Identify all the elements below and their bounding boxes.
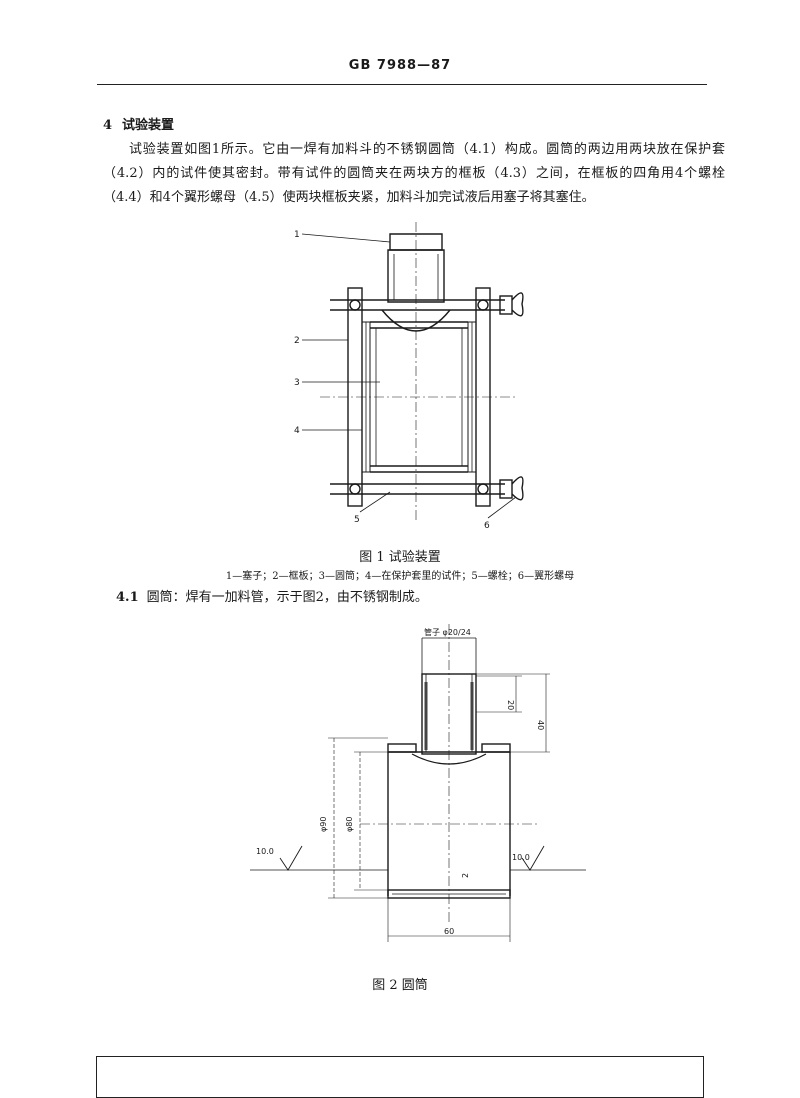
fig2-dim-40: 40 [536,720,545,730]
section-paragraph: 试验装置如图1所示。它由一焊有加料斗的不锈钢圆筒（4.1）构成。圆筒的两边用两块… [103,142,725,205]
figure2-caption: 图 2 圆筒 [372,978,428,993]
subsection-text: 圆筒：焊有一加料管，示于图2，由不锈钢制成。 [146,590,428,605]
fig2-roughness-left: 10.0 [256,847,274,856]
fig1-label-3: 3 [294,378,300,388]
bottom-frame [96,1056,704,1098]
figure1-drawing: 1 2 3 4 5 6 [294,222,524,531]
figure1-legend: 1—塞子；2—框板；3—圆筒；4—在保护套里的试件；5—螺栓；6—翼形螺母 [225,571,575,582]
fig2-dim-2: 2 [461,873,470,878]
fig1-label-4: 4 [294,426,300,436]
header-rule [97,84,707,85]
figure1-caption: 图 1 试验装置 [359,550,441,565]
section-title: 试验装置 [122,118,175,133]
fig2-roughness-right: 10.0 [512,853,530,862]
figure2-drawing: 管子 φ20/24 20 40 φ90 φ80 2 60 10.0 10.0 [250,624,586,942]
page-header: GB 7988—87 [348,58,452,73]
fig1-label-6: 6 [484,521,490,531]
fig2-dim-20: 20 [506,700,515,710]
fig1-label-5: 5 [354,515,360,525]
fig2-dim-phi80: φ80 [345,817,354,832]
fig2-dim-phi90: φ90 [319,817,328,832]
fig1-label-1: 1 [294,230,300,240]
fig1-label-2: 2 [294,336,300,346]
fig2-dim-60: 60 [444,927,454,936]
fig2-pipe-label: 管子 φ20/24 [424,627,471,637]
section-heading: 4 试验装置 [103,114,174,133]
subsection-number: 4.1 [116,590,139,605]
subsection-4-1: 4.1 圆筒：焊有一加料管，示于图2，由不锈钢制成。 [116,586,428,605]
section-number: 4 [103,118,113,133]
